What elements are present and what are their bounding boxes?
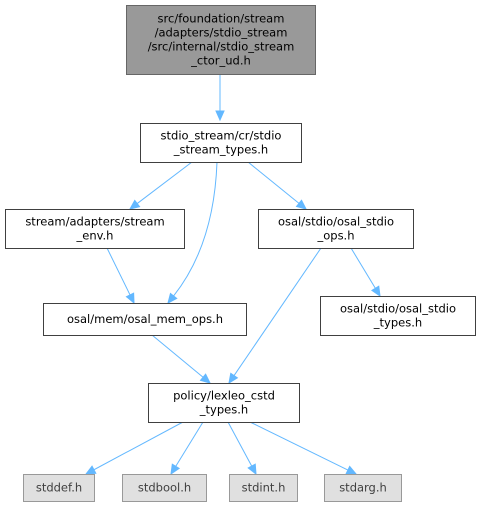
edge-cstd-to-stdint — [227, 421, 257, 476]
node-root[interactable]: src/foundation/stream/adapters/stdio_str… — [126, 5, 316, 75]
arrowhead — [371, 285, 381, 298]
edge-line — [247, 161, 300, 204]
node-label-line: _types.h — [199, 403, 248, 417]
node-box — [23, 474, 95, 502]
node-label-line: _ctor_ud.h — [190, 54, 251, 68]
node-ops[interactable]: osal/stdio/osal_stdio_ops.h — [258, 209, 414, 249]
edge-line — [173, 161, 218, 297]
edge-cstd-to-stdarg — [249, 421, 358, 475]
node-box — [320, 296, 476, 336]
node-box — [140, 123, 302, 163]
node-stdbool: stdbool.h — [122, 474, 207, 502]
arrowhead — [129, 199, 141, 210]
node-box — [258, 209, 414, 249]
arrowhead — [170, 463, 181, 476]
node-mem[interactable]: osal/mem/osal_mem_ops.h — [43, 303, 247, 336]
node-label-line: policy/lexleo_cstd — [173, 389, 275, 403]
node-stypes[interactable]: osal/stdio/osal_stdio_types.h — [320, 296, 476, 336]
node-label-line: stdbool.h — [138, 481, 191, 495]
node-label-line: /src/internal/stdio_stream — [148, 40, 295, 54]
node-label-line: _stream_types.h — [173, 143, 268, 157]
edge-line — [151, 334, 204, 378]
node-label-line: stream/adapters/stream — [25, 215, 164, 229]
edge-line — [233, 247, 322, 376]
node-label-line: stdarg.h — [339, 481, 387, 495]
edge-line — [175, 421, 204, 467]
arrowhead — [215, 110, 225, 122]
node-label-line: osal/stdio/osal_stdio — [340, 302, 456, 316]
arrowhead — [125, 292, 135, 305]
node-box — [148, 383, 300, 423]
node-label-line: src/foundation/stream — [158, 12, 285, 26]
arrowhead — [84, 465, 97, 475]
arrowhead — [167, 292, 178, 304]
edge-line — [93, 421, 184, 471]
node-label-line: osal/mem/osal_mem_ops.h — [67, 312, 223, 326]
node-stdarg: stdarg.h — [324, 474, 402, 502]
edge-env-to-mem — [106, 247, 135, 305]
edge-types-to-mem — [167, 161, 218, 304]
node-cstd[interactable]: policy/lexleo_cstd_types.h — [148, 383, 300, 423]
node-box — [5, 209, 185, 249]
node-label-line: /adapters/stdio_stream — [155, 26, 288, 40]
node-env[interactable]: stream/adapters/stream_env.h — [5, 209, 185, 249]
arrowhead — [345, 465, 358, 475]
edge-types-to-env — [129, 161, 193, 210]
node-label-line: _types.h — [373, 316, 422, 330]
node-types[interactable]: stdio_stream/cr/stdio_stream_types.h — [140, 123, 302, 163]
nodes: src/foundation/stream/adapters/stdio_str… — [5, 5, 476, 502]
arrowhead — [247, 463, 257, 476]
edge-cstd-to-stdbool — [170, 421, 204, 476]
node-label-line: stdint.h — [242, 481, 286, 495]
edge-root-to-types — [215, 74, 225, 122]
edge-types-to-ops — [247, 161, 307, 210]
edge-line — [136, 161, 193, 204]
node-box — [324, 474, 402, 502]
edge-ops-to-stypes — [350, 247, 381, 298]
edge-line — [249, 421, 349, 471]
node-label-line: stddef.h — [36, 481, 82, 495]
edge-line — [227, 421, 253, 467]
node-stddef: stddef.h — [23, 474, 95, 502]
node-label-line: stdio_stream/cr/stdio — [161, 129, 282, 143]
node-box — [126, 5, 316, 75]
arrowhead — [295, 199, 307, 210]
node-box — [122, 474, 207, 502]
edge-ops-to-cstd — [228, 247, 322, 385]
arrowhead — [228, 372, 239, 385]
edge-cstd-to-stddef — [84, 421, 184, 475]
edge-line — [106, 247, 131, 296]
node-label-line: osal/stdio/osal_stdio — [278, 215, 394, 229]
node-label-line: _env.h — [76, 229, 114, 243]
edge-mem-to-cstd — [151, 334, 211, 384]
node-box — [43, 303, 247, 336]
node-label-line: _ops.h — [316, 229, 354, 243]
arrowhead — [199, 373, 211, 384]
node-stdint: stdint.h — [229, 474, 298, 502]
node-box — [229, 474, 298, 502]
edge-line — [350, 247, 376, 289]
edges — [84, 74, 381, 476]
